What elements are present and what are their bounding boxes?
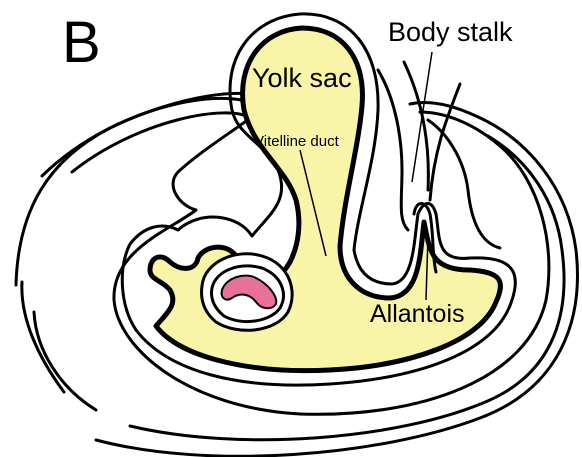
label-yolk-sac: Yolk sac [252,63,352,93]
panel-letter: B [62,10,101,75]
body-stalk-walls [378,62,500,248]
label-body-stalk: Body stalk [388,17,513,47]
label-allantois: Allantois [370,300,465,328]
label-vitelline-duct: Vitelline duct [254,133,340,150]
